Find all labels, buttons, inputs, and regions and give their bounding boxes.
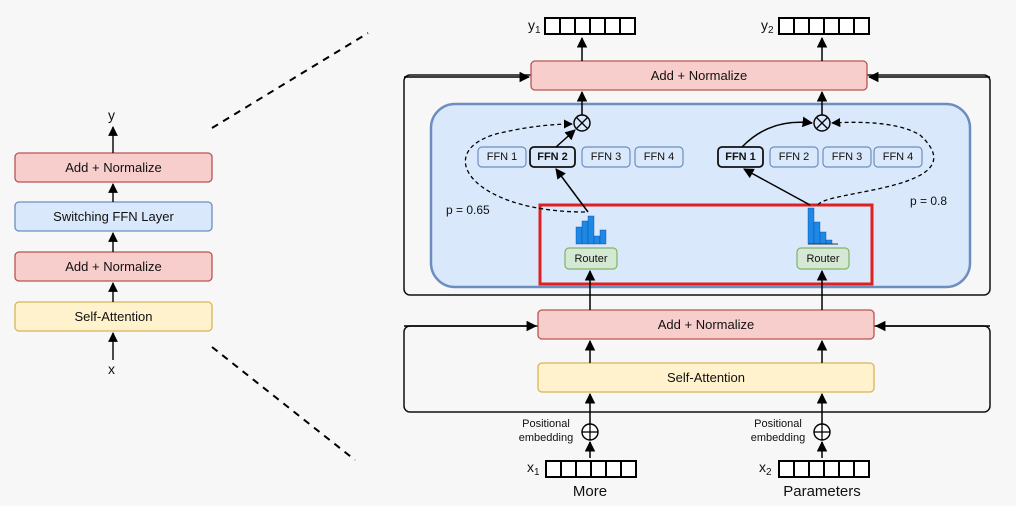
router-box-left xyxy=(564,247,618,270)
zoom-line-bottom xyxy=(211,346,356,461)
input-x1-sub: 1 xyxy=(534,467,540,478)
bottom-add-normalize-label: Add + Normalize xyxy=(657,317,755,332)
router-box-right xyxy=(796,247,850,270)
input-label-x2: x2 xyxy=(759,459,772,478)
zoom-line-top xyxy=(211,32,369,129)
token-cells-y1 xyxy=(544,17,636,35)
hist-right-bar-4 xyxy=(825,239,833,245)
ffn-right-1 xyxy=(717,146,764,168)
input-x2-sub: 2 xyxy=(766,467,772,478)
left-block-label-1: Add + Normalize xyxy=(65,160,162,175)
router-label-left: Router xyxy=(574,252,608,265)
multiply-icon-right xyxy=(813,114,831,132)
add-icon-right xyxy=(813,423,831,441)
switching-ffn-container xyxy=(429,102,972,289)
ffn-right-3-label: FFN 3 xyxy=(831,151,863,163)
router-label-right: Router xyxy=(806,252,840,265)
hist-left-bar-2 xyxy=(581,220,589,245)
ffn-left-4 xyxy=(634,146,684,168)
ffn-right-1-label: FFN 1 xyxy=(725,151,756,163)
self-attention-box xyxy=(537,362,875,393)
ffn-left-3 xyxy=(581,146,631,168)
hist-left-bar-5 xyxy=(599,229,607,245)
left-block-label-2: Switching FFN Layer xyxy=(53,209,174,224)
self-attention-label: Self-Attention xyxy=(666,370,746,385)
ffn-right-2 xyxy=(769,146,819,168)
ffn-left-1 xyxy=(477,146,527,168)
ffn-left-2 xyxy=(529,146,576,168)
ffn-left-3-label: FFN 3 xyxy=(590,151,622,163)
input-word-parameters: Parameters xyxy=(783,483,861,500)
bottom-add-normalize-box xyxy=(537,309,875,340)
flow-arrows xyxy=(404,36,990,458)
input-x2-base: x xyxy=(759,459,766,475)
input-x1-base: x xyxy=(527,459,534,475)
ffn-right-3 xyxy=(822,146,872,168)
top-add-normalize-box xyxy=(530,60,868,91)
ffn-left-4-label: FFN 4 xyxy=(643,151,675,163)
ffn-left-2-label: FFN 2 xyxy=(537,151,568,163)
hist-right-bar-2 xyxy=(813,221,821,245)
router-highlight-box xyxy=(538,203,874,286)
positional-embedding-label-right: Positional embedding xyxy=(750,418,806,444)
prob-path-left xyxy=(464,119,586,213)
ffn-right-4-label: FFN 4 xyxy=(882,151,914,163)
ffn-left-1-label: FFN 1 xyxy=(486,151,518,163)
input-label-x1: x1 xyxy=(527,459,540,478)
left-output-label: y xyxy=(108,107,115,123)
token-cells-x1 xyxy=(545,460,637,478)
router-histogram-left xyxy=(575,215,607,245)
hist-right-bar-1 xyxy=(807,207,815,245)
output-y2-base: y xyxy=(761,17,768,33)
hist-left-bar-4 xyxy=(593,235,601,245)
add-icon-left xyxy=(581,423,599,441)
router-histogram-right xyxy=(807,207,838,245)
output-y2-sub: 2 xyxy=(768,25,774,36)
left-block-label-4: Self-Attention xyxy=(74,309,153,324)
multiply-icon-left xyxy=(573,114,591,132)
positional-embedding-label-left: Positional embedding xyxy=(518,418,574,444)
token-cells-y2 xyxy=(778,17,870,35)
prob-path-right xyxy=(817,118,935,206)
hist-left-bar-1 xyxy=(575,226,583,245)
output-label-y2: y2 xyxy=(761,17,774,36)
input-word-more: More xyxy=(572,483,608,500)
top-add-normalize-label: Add + Normalize xyxy=(650,68,748,83)
output-y1-base: y xyxy=(528,17,535,33)
left-block-label-3: Add + Normalize xyxy=(65,259,162,274)
hist-right-bar-3 xyxy=(819,231,827,245)
output-y1-sub: 1 xyxy=(535,25,541,36)
prob-label-left: p = 0.65 xyxy=(446,203,490,217)
token-cells-x2 xyxy=(778,460,870,478)
left-stack xyxy=(14,126,213,360)
output-label-y1: y1 xyxy=(528,17,541,36)
hist-left-bar-3 xyxy=(587,215,595,245)
ffn-right-4 xyxy=(873,146,923,168)
left-input-label: x xyxy=(108,361,115,377)
ffn-right-2-label: FFN 2 xyxy=(778,151,810,163)
prob-label-right: p = 0.8 xyxy=(910,194,948,208)
